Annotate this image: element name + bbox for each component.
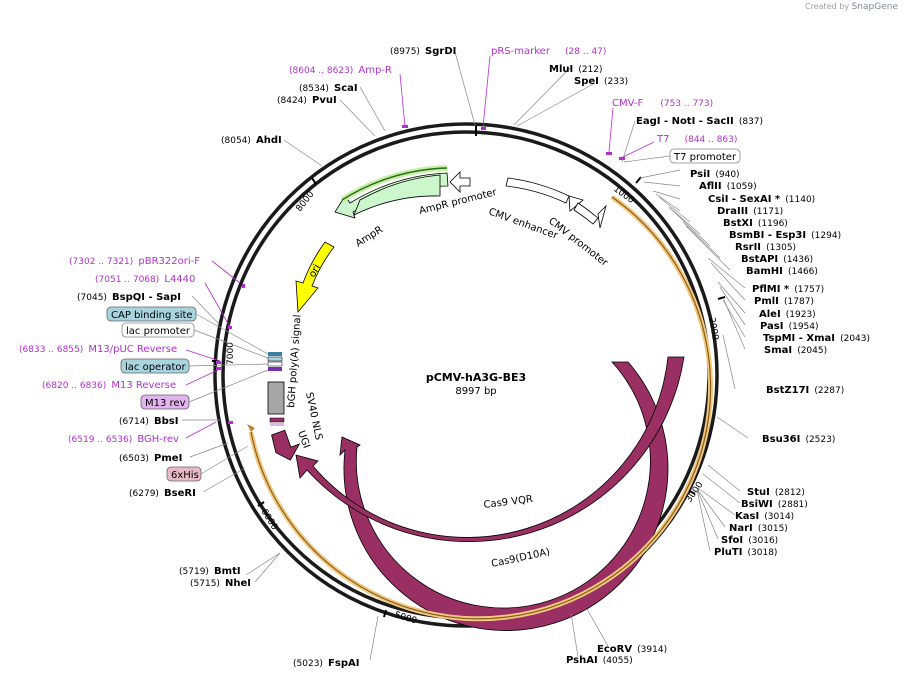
site-bseri: (6279) BseRI xyxy=(129,481,196,500)
primer-m13-reverse: (6820 .. 6836) M13 Reverse xyxy=(42,373,176,392)
orf-highlight-arc xyxy=(247,194,714,622)
svg-text:T7 promoter: T7 promoter xyxy=(673,152,737,163)
primer-amp-r: (8604 .. 8623) Amp-R xyxy=(289,58,392,77)
brand-created-by: Created by xyxy=(805,2,850,11)
site-bspqi: (7045) BspQI - SapI xyxy=(77,285,181,304)
cas9-vqr-arrow xyxy=(339,361,669,631)
svg-text:6xHis: 6xHis xyxy=(171,470,199,481)
site-bbsi: (6714) BbsI xyxy=(119,409,178,428)
site-nhei: (5715) NheI xyxy=(190,571,251,590)
site-bsiwi: BsiWI (2881) xyxy=(741,492,808,511)
primer-m13-puc-reverse: (6833 .. 6855) M13/pUC Reverse xyxy=(19,337,177,356)
svg-text:lac operator: lac operator xyxy=(125,362,186,373)
site-pmei: (6503) PmeI xyxy=(119,446,182,465)
primer-t7: T7 (844 .. 863) xyxy=(656,127,737,146)
site-leader-lines xyxy=(182,51,749,661)
site-bsmbi: BsmBI - Esp3I (1294) xyxy=(729,223,841,242)
site-nari: NarI (3015) xyxy=(729,516,788,535)
primer-pbr322ori-f: (7302 .. 7321) pBR322ori-F xyxy=(69,249,200,268)
map-length: 8997 bp xyxy=(455,386,496,397)
cmv-enhancer-arrow xyxy=(505,177,584,212)
primer-cmv-f: CMV-F (753 .. 773) xyxy=(612,91,713,110)
feature-box-6xhis: 6xHis xyxy=(166,445,249,482)
cas9vqr-label: Cas9 VQR xyxy=(483,494,534,511)
brand-name: SnapGene xyxy=(851,2,898,12)
site-ahdi: (8054) AhdI xyxy=(221,128,282,147)
site-pflmi: PflMI * (1757) xyxy=(752,277,824,296)
primer-leader-lines xyxy=(185,55,655,439)
feature-box-cap-binding-site: CAP binding site xyxy=(106,306,269,355)
site-psii: PsiI (940) xyxy=(690,162,740,181)
site-stui: StuI (2812) xyxy=(747,480,805,499)
site-draiii: DraIII (1171) xyxy=(717,199,783,218)
site-rsrii: RsrII (1305) xyxy=(735,235,796,254)
primer-l4440: (7051 .. 7068) L4440 xyxy=(95,267,195,286)
site-sfoi: SfoI (3016) xyxy=(721,528,778,547)
bgh-polya-block xyxy=(267,381,285,415)
svg-text:CAP binding site: CAP binding site xyxy=(111,310,193,321)
site-scai: (8534) ScaI xyxy=(299,76,358,95)
ori-arrow xyxy=(295,241,335,314)
site-csii: CsiI - SexAI * (1140) xyxy=(708,187,815,206)
site-bstapi: BstAPI (1436) xyxy=(741,247,813,266)
site-pshai: PshAI (4055) xyxy=(566,648,633,667)
site-eagi: EagI - NotI - SacII (837) xyxy=(636,109,763,128)
cmv-promoter-arrow xyxy=(573,202,607,229)
ampr-label: AmpR xyxy=(354,224,385,249)
cas9d10a-arrow xyxy=(295,356,685,543)
cas9d10a-label: Cas9(D10A) xyxy=(490,547,551,570)
site-spei: SpeI (233) xyxy=(574,69,628,88)
site-pmli: PmlI (1787) xyxy=(754,289,814,308)
site-ecorv: EcoRV (3914) xyxy=(597,637,667,656)
site-labels: (8975) SgrDI MluI (212) SpeI (233) EagI … xyxy=(77,39,870,670)
site-pasi: PasI (1954) xyxy=(760,314,819,333)
svg-text:M13 rev: M13 rev xyxy=(145,398,186,409)
tick-7000: 7000 xyxy=(226,342,236,365)
site-tspmi: TspMI - XmaI (2043) xyxy=(763,326,870,345)
brand-logo: Created by SnapGene xyxy=(805,2,898,12)
site-sgrdi: (8975) SgrDI xyxy=(390,39,456,58)
site-fspai: (5023) FspAI xyxy=(293,651,359,670)
ugi-arrow xyxy=(271,429,301,461)
site-pluti: PluTI (3018) xyxy=(714,540,777,559)
site-bstz17i: BstZ17I (2287) xyxy=(766,378,844,397)
bgh-label: bGH poly(A) signal xyxy=(286,314,303,408)
site-mlui: MluI (212) xyxy=(549,57,603,76)
primer-markers xyxy=(216,125,625,424)
site-aflii: AflII (1059) xyxy=(699,174,757,193)
feature-box-t7-promoter: T7 promoter xyxy=(623,148,741,164)
ampr-arrow xyxy=(334,165,449,219)
feature-boxes: T7 promoter CAP binding site lac promote… xyxy=(106,148,741,482)
site-alei: AleI (1923) xyxy=(759,302,816,321)
svg-text:lac promoter: lac promoter xyxy=(126,326,191,337)
site-bstxi: BstXI (1196) xyxy=(723,211,788,230)
primer-labels: pRS-marker (28 .. 47) (8604 .. 8623) Amp… xyxy=(19,39,737,446)
ampr-promoter-arrow xyxy=(449,171,471,193)
site-pvui: (8424) PvuI xyxy=(277,88,337,107)
primer-prs-marker: pRS-marker (28 .. 47) xyxy=(491,39,606,58)
site-smai: SmaI (2045) xyxy=(764,338,827,357)
site-bsu36i: Bsu36I (2523) xyxy=(762,427,835,446)
site-kasi: KasI (3014) xyxy=(735,504,794,523)
feature-box-m13-rev: M13 rev xyxy=(140,369,269,410)
sv40-nls-block xyxy=(269,417,285,426)
site-bmti: (5719) BmtI xyxy=(179,559,241,578)
feature-box-lac-promoter: lac promoter xyxy=(121,322,269,359)
lac-features xyxy=(267,352,283,371)
site-bamhi: BamHI (1466) xyxy=(746,259,818,278)
primer-bgh-rev: (6519 .. 6536) BGH-rev xyxy=(68,427,179,446)
feature-box-lac-operator: lac operator xyxy=(120,358,269,374)
tick-2000: 2000 xyxy=(706,317,720,342)
map-title: pCMV-hA3G-BE3 xyxy=(426,371,526,384)
